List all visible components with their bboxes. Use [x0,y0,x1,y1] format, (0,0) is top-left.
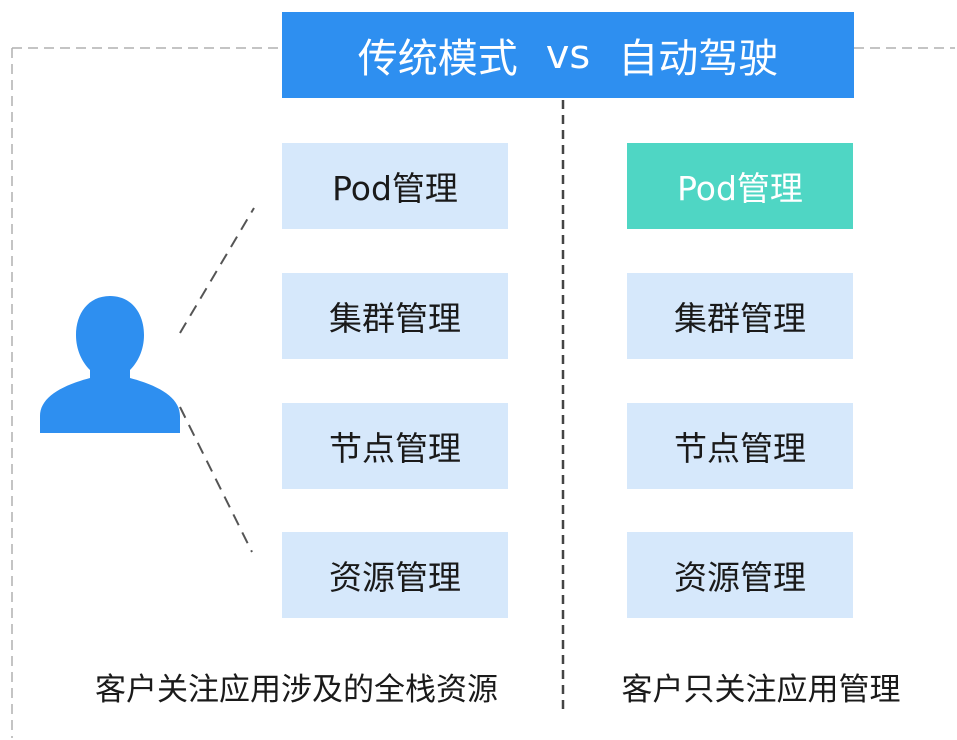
right-box-node: 节点管理 [627,403,853,489]
left-caption: 客户关注应用涉及的全栈资源 [95,671,498,708]
right-caption: 客户只关注应用管理 [621,671,901,708]
right-box-pod: Pod管理 [627,143,853,229]
connector-upper [179,207,255,334]
connector-lower [179,406,253,553]
right-box-cluster: 集群管理 [627,273,853,359]
title-left: 传统模式 [357,36,518,82]
title-bar: 传统模式 vs 自动驾驶 [282,12,854,98]
title-vs: vs [545,32,591,78]
left-box-pod: Pod管理 [282,143,508,229]
left-box-cluster: 集群管理 [282,273,508,359]
left-box-resource: 资源管理 [282,532,508,618]
user-icon [40,296,180,433]
left-box-node: 节点管理 [282,403,508,489]
title-right: 自动驾驶 [618,36,779,82]
right-box-resource: 资源管理 [627,532,853,618]
